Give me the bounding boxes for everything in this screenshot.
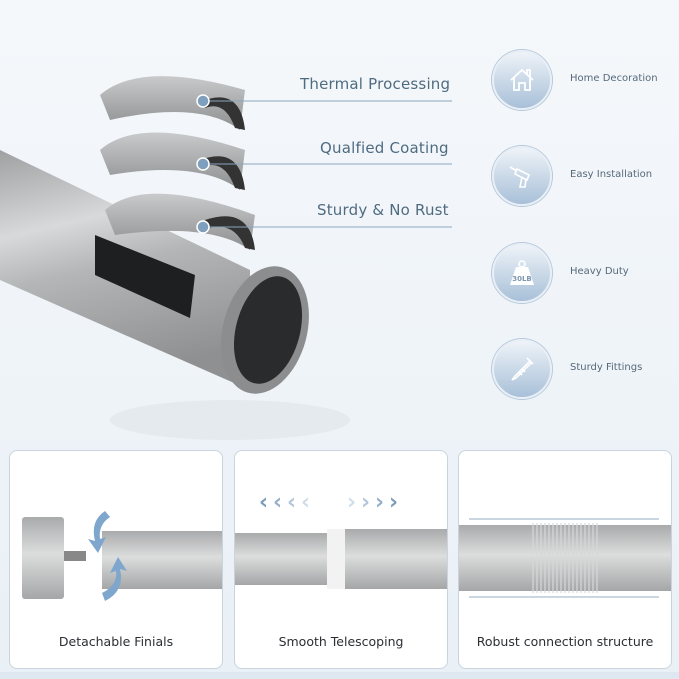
card-detachable-finials: Detachable Finials [9, 450, 223, 669]
svg-text:‹: ‹ [273, 490, 282, 515]
card-label: Robust connection structure [476, 634, 654, 649]
callout-dot [196, 220, 210, 234]
weight-icon: 30LB [492, 243, 552, 303]
svg-text:›: › [361, 490, 370, 515]
callout-sturdy-no-rust: Sturdy & No Rust [317, 201, 449, 219]
connection-illustration [459, 518, 671, 598]
arrows-icon: ‹‹‹‹ ›››› [259, 490, 398, 515]
feature-easy-installation: Easy Installation [570, 169, 653, 180]
shell-layer-3 [105, 193, 255, 250]
card-robust-connection: Robust connection structure [458, 450, 672, 669]
card-label: Smooth Telescoping [278, 634, 404, 649]
screw-icon [492, 339, 552, 399]
rotate-arrow-icon [88, 511, 110, 553]
callout-thermal-processing: Thermal Processing [300, 75, 451, 93]
weight-label: 30LB [512, 275, 532, 283]
svg-text:‹: ‹ [259, 490, 268, 515]
svg-text:‹: ‹ [287, 490, 296, 515]
bottom-strip [0, 672, 679, 679]
svg-text:‹: ‹ [301, 490, 310, 515]
house-icon [492, 50, 552, 110]
card-smooth-telescoping: ‹‹‹‹ ›››› Smooth Telescoping [234, 450, 448, 669]
rotate-arrow-icon [102, 557, 127, 601]
card-label: Detachable Finials [58, 634, 174, 649]
feature-home-decoration: Home Decoration [570, 73, 658, 84]
callout-qualified-coating: Qualfied Coating [320, 139, 449, 157]
drill-icon [492, 146, 552, 206]
feature-sturdy-fittings: Sturdy Fittings [570, 362, 643, 373]
shell-layer-2 [100, 132, 245, 190]
finial-illustration [22, 511, 222, 601]
svg-text:›: › [347, 490, 356, 515]
telescoping-illustration: ‹‹‹‹ ›››› [235, 490, 447, 589]
callout-dot [196, 157, 210, 171]
thread-icon [532, 523, 598, 593]
feature-heavy-duty: Heavy Duty [570, 266, 629, 277]
pipe-illustration [0, 76, 452, 440]
svg-text:›: › [389, 490, 398, 515]
callout-dot [196, 94, 210, 108]
svg-text:›: › [375, 490, 384, 515]
shell-layer-1 [100, 76, 245, 130]
